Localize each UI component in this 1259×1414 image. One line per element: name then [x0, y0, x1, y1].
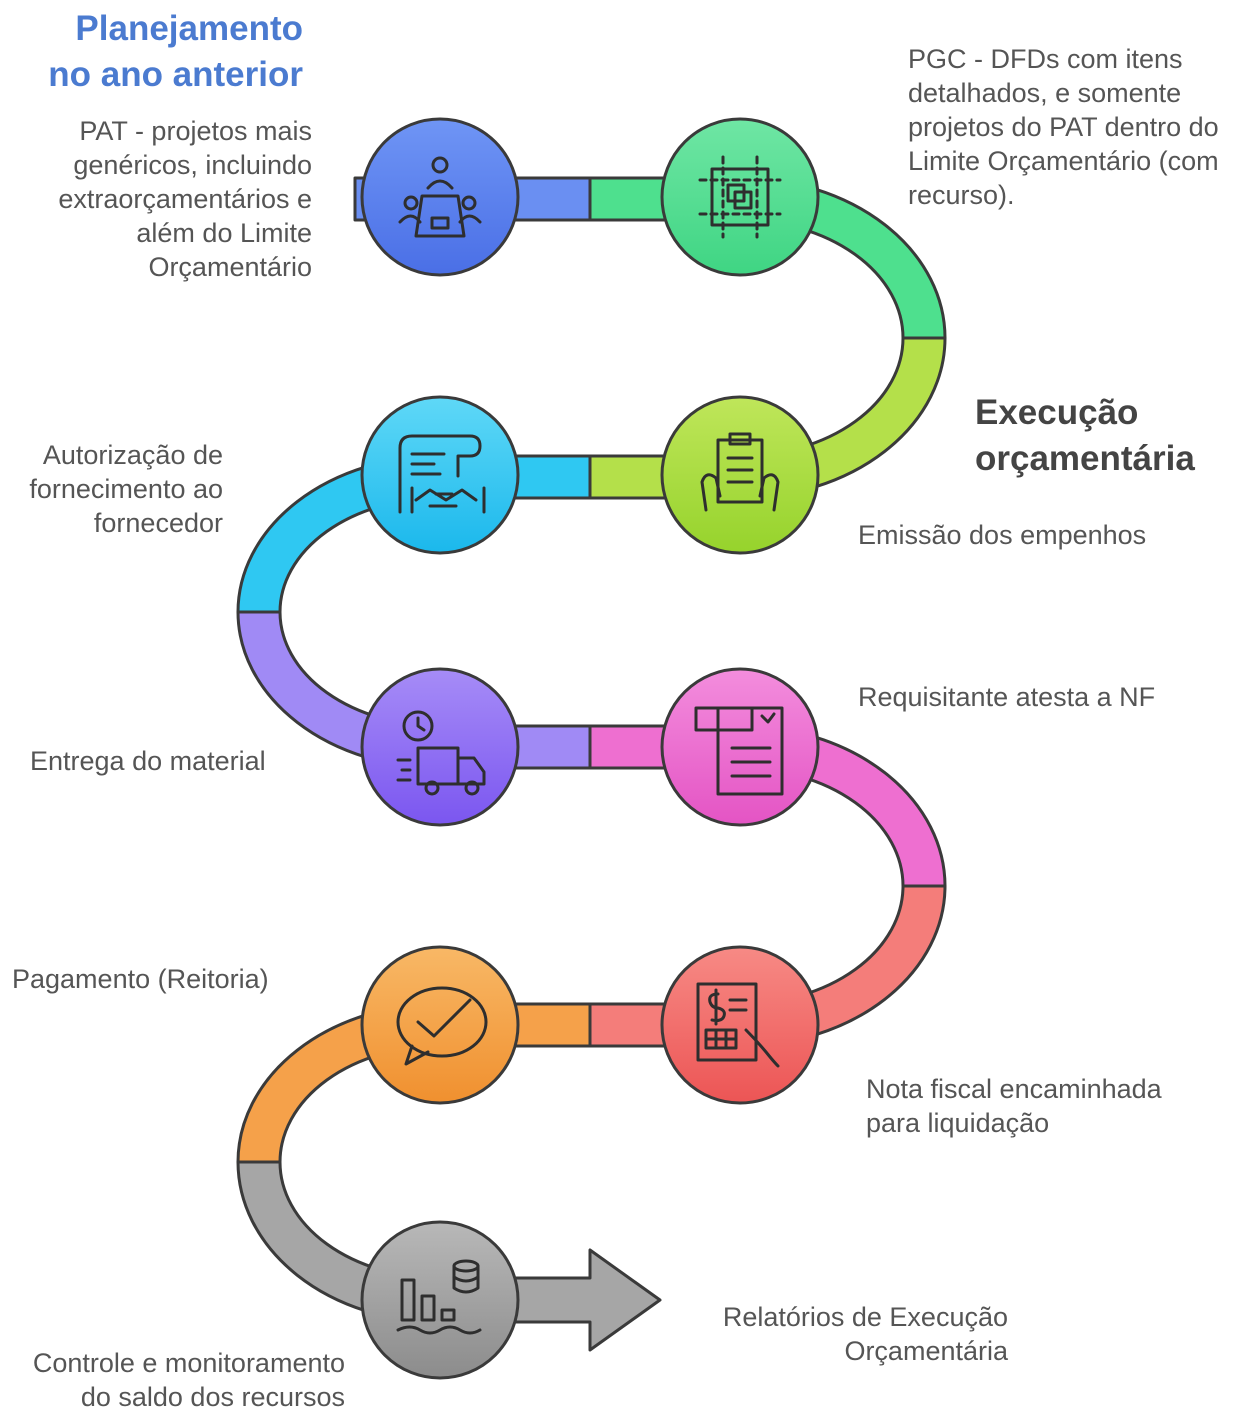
meeting-table-icon: [398, 156, 482, 238]
contract-handshake-icon: [398, 434, 486, 514]
invoice-check-icon: [694, 706, 784, 796]
phase-title-planning: Planejamento no ano anterior: [48, 9, 303, 94]
step-label-9: Controle e monitoramento do saldo dos re…: [32, 1348, 345, 1412]
step-label-5: Entrega do material: [30, 746, 266, 776]
bar-chart-database-icon: [396, 1259, 482, 1335]
frame-copy-icon: [698, 155, 782, 239]
step-label-1: PAT - projetos mais genéricos, incluindo…: [58, 116, 312, 282]
step-label-2: PGC - DFDs com itens detalhados, e somen…: [908, 44, 1219, 210]
clipboard-hands-icon: [700, 432, 780, 512]
delivery-truck-icon: [396, 710, 486, 796]
step-node-9: [360, 1220, 520, 1380]
step-node-7: [660, 945, 820, 1105]
step-label-4: Autorização de fornecimento ao fornecedo…: [29, 440, 223, 538]
step-node-2: [660, 117, 820, 277]
step-label-3: Emissão dos empenhos: [858, 520, 1147, 550]
payment-bill-icon: [696, 982, 780, 1068]
chat-check-icon: [396, 986, 488, 1066]
step-node-8: [360, 945, 520, 1105]
output-label: Relatórios de Execução Orçamentária: [722, 1302, 1008, 1366]
step-label-8: Pagamento (Reitoria): [12, 964, 269, 994]
phase-title-execution: Execução orçamentária: [975, 393, 1195, 478]
step-node-3: [660, 395, 820, 555]
step-label-7: Nota fiscal encaminhada para liquidação: [866, 1074, 1162, 1138]
path-segment-9: [236, 1160, 662, 1352]
step-label-6: Requisitante atesta a NF: [858, 682, 1156, 712]
